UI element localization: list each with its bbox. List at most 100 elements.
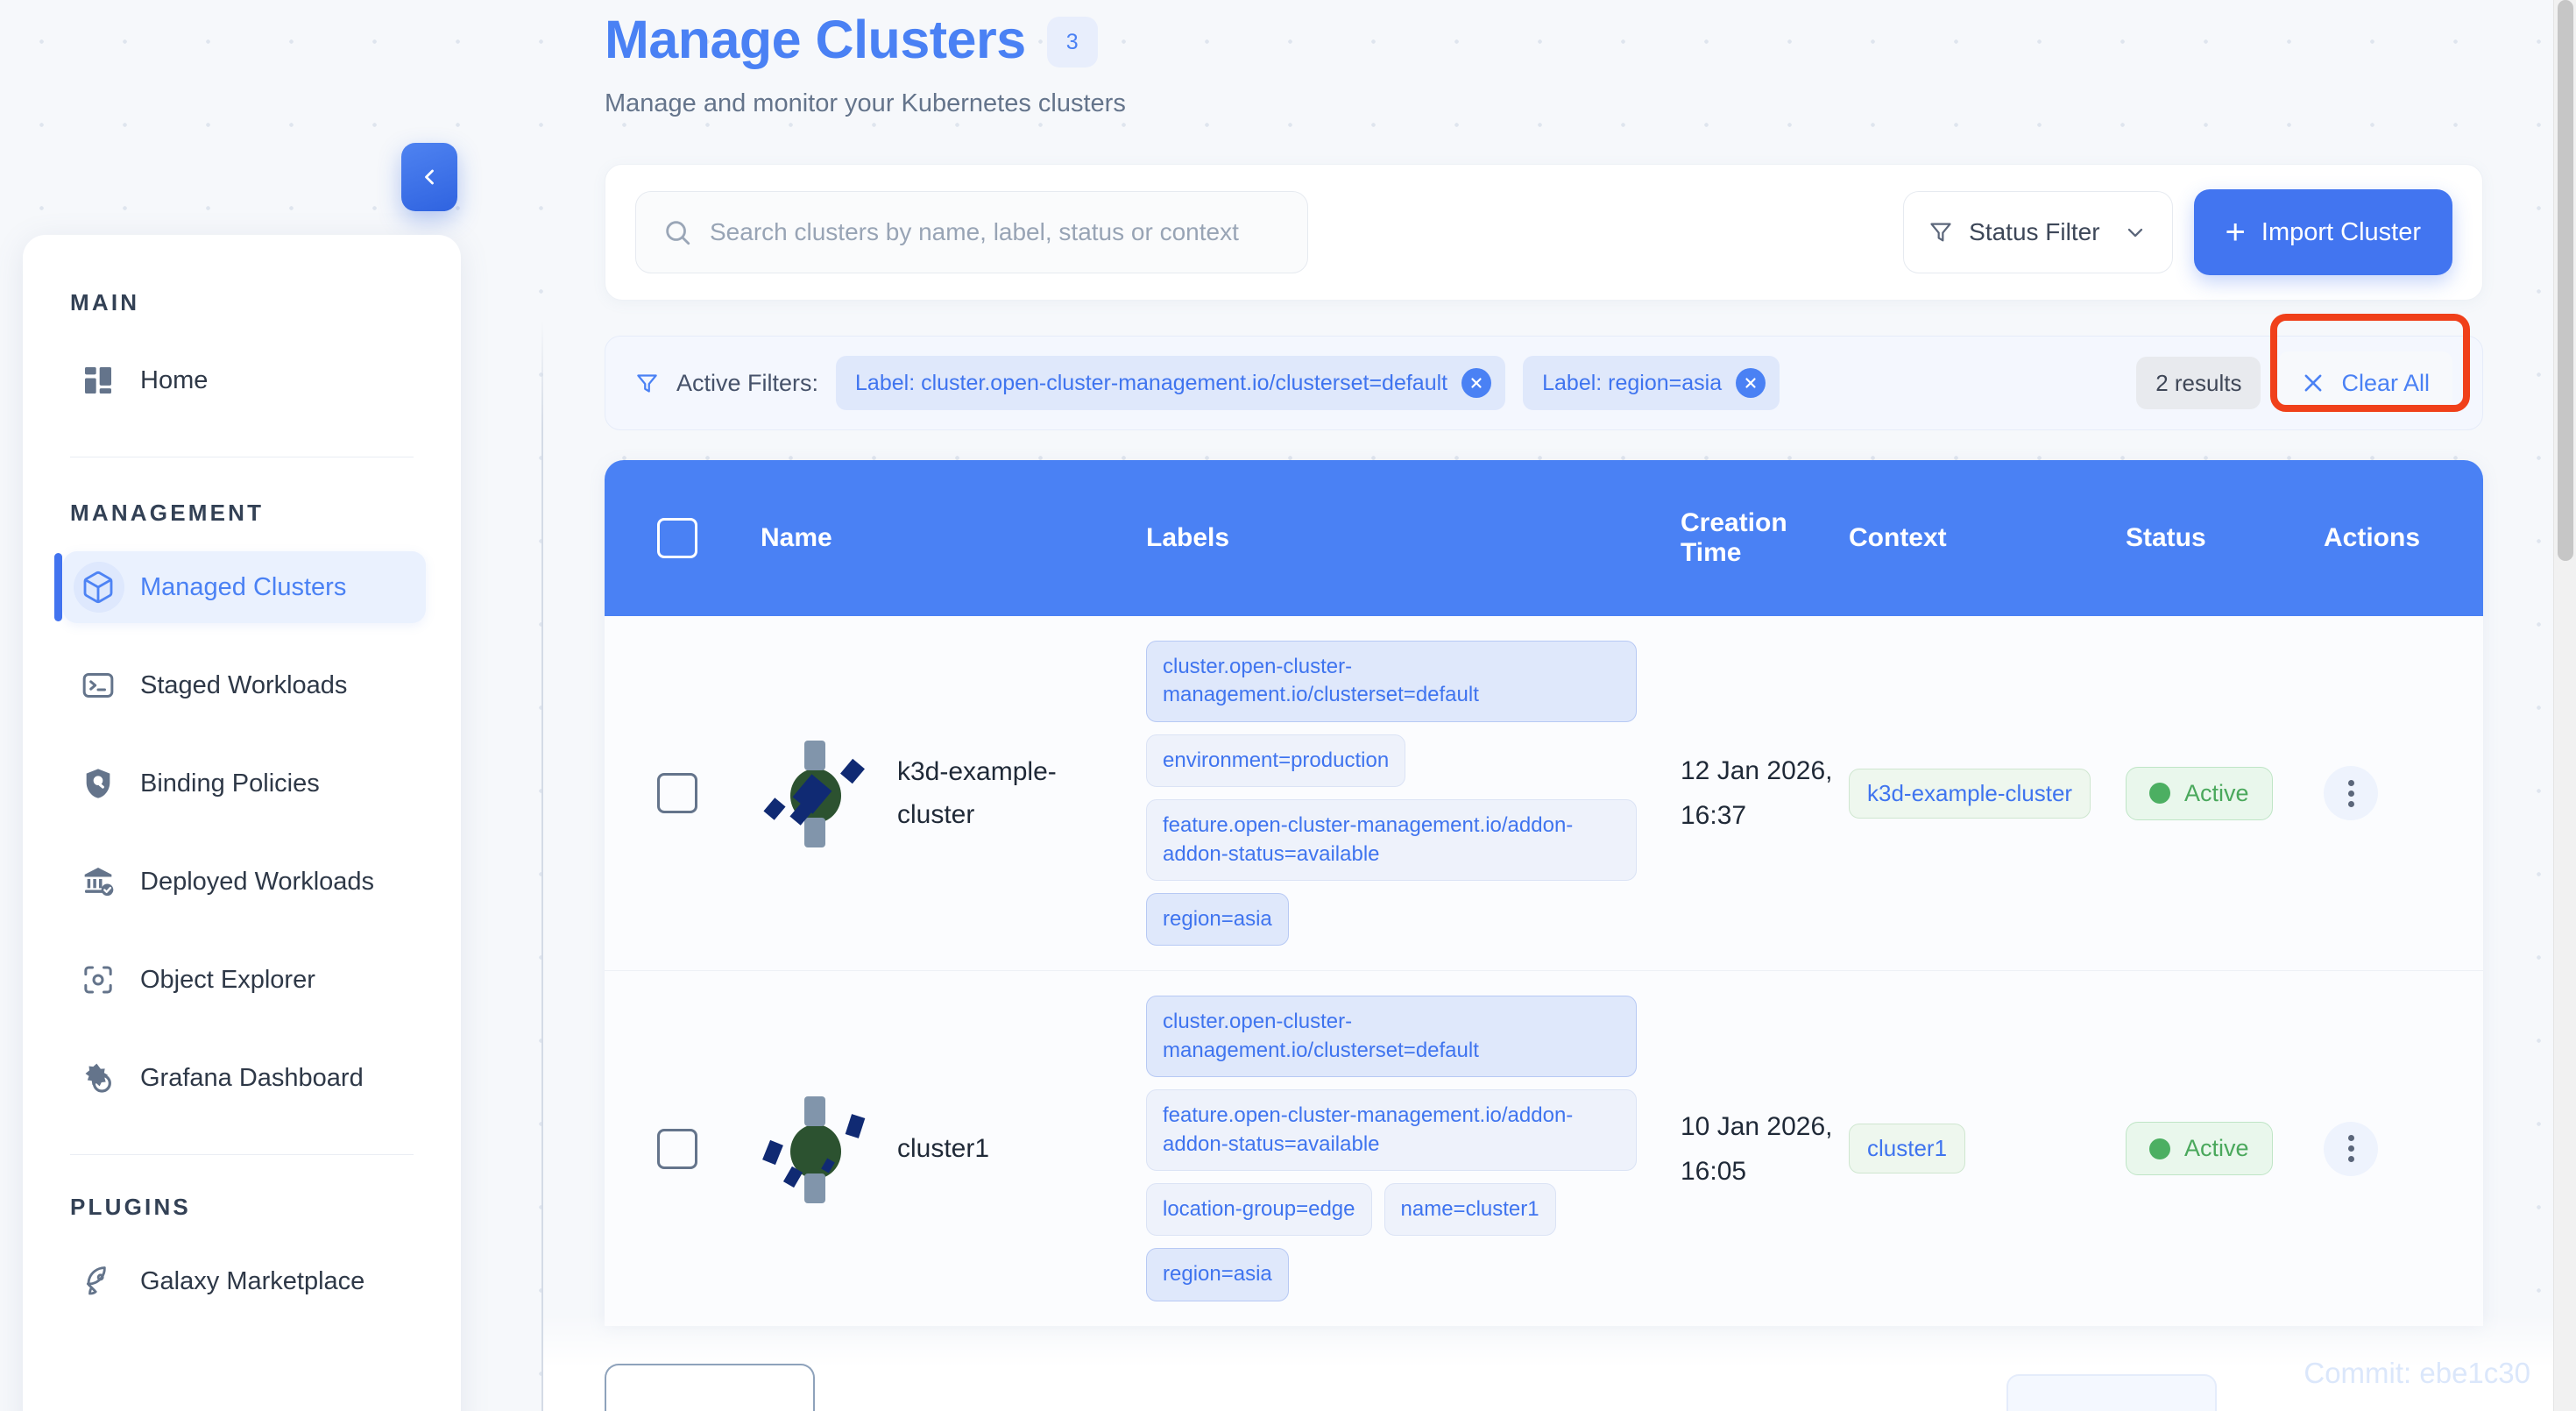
clear-all-label: Clear All xyxy=(2341,369,2430,396)
clusters-table: Name Labels Creation Time Context Status… xyxy=(605,460,2483,1326)
sidebar-item-binding-policies[interactable]: Binding Policies xyxy=(63,748,426,819)
chevron-down-icon xyxy=(2127,228,2142,238)
sidebar-item-home[interactable]: Home xyxy=(63,344,426,416)
main-content: Manage Clusters 3 Manage and monitor you… xyxy=(543,0,2553,1411)
column-header-actions: Actions xyxy=(2324,523,2421,552)
label-tag[interactable]: name=cluster1 xyxy=(1384,1182,1556,1237)
cluster-count-badge: 3 xyxy=(1046,17,1098,67)
import-cluster-label: Import Cluster xyxy=(2261,217,2421,246)
page-scrollbar[interactable] xyxy=(2553,0,2576,1411)
results-count: 2 results xyxy=(2136,357,2261,409)
status-dot-icon xyxy=(2149,783,2170,805)
sidebar-item-deployed-workloads[interactable]: Deployed Workloads xyxy=(63,846,426,918)
label-tag[interactable]: cluster.open-cluster-management.io/clust… xyxy=(1146,996,1637,1078)
select-all-cell xyxy=(657,518,761,558)
context-tag[interactable]: cluster1 xyxy=(1849,1124,1966,1174)
row-checkbox[interactable] xyxy=(657,1128,697,1169)
row-select-cell xyxy=(657,773,761,814)
kebab-menu-icon[interactable] xyxy=(2324,1121,2378,1176)
cluster-name: cluster1 xyxy=(897,1133,990,1163)
row-status-cell: Active xyxy=(2126,766,2324,820)
label-tag[interactable]: location-group=edge xyxy=(1146,1182,1372,1237)
filter-chip-label: Label: cluster.open-cluster-management.i… xyxy=(855,370,1448,395)
sidebar: MAIN Home MANAGEMENT xyxy=(0,0,543,1411)
sidebar-item-object-explorer[interactable]: Object Explorer xyxy=(63,944,426,1016)
filter-chip[interactable]: Label: region=asia xyxy=(1523,356,1780,410)
table-row[interactable]: k3d-example-cluster cluster.open-cluster… xyxy=(605,616,2483,972)
cluster-name: k3d-example-cluster xyxy=(897,756,1057,830)
sidebar-item-label: Managed Clusters xyxy=(140,572,347,601)
label-tag[interactable]: region=asia xyxy=(1146,892,1289,947)
row-creation-time: 10 Jan 2026, 16:05 xyxy=(1681,1111,1833,1186)
label-tag[interactable]: feature.open-cluster-management.io/addon… xyxy=(1146,1089,1637,1171)
page-title: Manage Clusters xyxy=(605,10,1026,69)
label-tag[interactable]: cluster.open-cluster-management.io/clust… xyxy=(1146,641,1637,722)
row-labels-cell: cluster.open-cluster-management.io/clust… xyxy=(1146,971,1681,1325)
cluster-graphic-icon xyxy=(761,741,866,848)
column-header-name: Name xyxy=(761,523,832,552)
sidebar-item-galaxy-marketplace[interactable]: Galaxy Marketplace xyxy=(63,1245,426,1317)
label-tag[interactable]: feature.open-cluster-management.io/addon… xyxy=(1146,799,1637,881)
status-filter-dropdown[interactable]: Status Filter xyxy=(1903,191,2173,273)
column-header-creation-time: Creation Time xyxy=(1681,508,1787,567)
search-box[interactable] xyxy=(635,191,1308,273)
scrollbar-thumb[interactable] xyxy=(2558,0,2573,561)
clear-all-button[interactable]: Clear All xyxy=(2278,351,2452,415)
table-header-row: Name Labels Creation Time Context Status… xyxy=(605,460,2483,616)
label-tag[interactable]: region=asia xyxy=(1146,1248,1289,1301)
page-header: Manage Clusters 3 xyxy=(605,9,2483,70)
commit-label: Commit: ebe1c30 xyxy=(2304,1357,2530,1389)
active-filters-label: Active Filters: xyxy=(676,369,819,396)
sidebar-item-label: Object Explorer xyxy=(140,965,315,994)
active-filters-bar: Active Filters: Label: cluster.open-clus… xyxy=(605,314,2483,430)
bank-check-icon xyxy=(79,862,117,901)
status-dot-icon xyxy=(2149,1138,2170,1159)
status-label: Active xyxy=(2184,1135,2249,1162)
sidebar-panel: MAIN Home MANAGEMENT xyxy=(23,235,461,1411)
sidebar-item-grafana-dashboard[interactable]: Grafana Dashboard xyxy=(63,1042,426,1114)
close-circle-icon[interactable] xyxy=(1736,368,1766,398)
row-select-cell xyxy=(657,1128,761,1169)
filter-chip-label: Label: region=asia xyxy=(1542,370,1723,395)
row-name-cell: k3d-example-cluster xyxy=(761,741,1146,848)
import-cluster-button[interactable]: + Import Cluster xyxy=(2193,189,2452,275)
row-actions-cell xyxy=(2324,766,2483,821)
pagination-control[interactable] xyxy=(2006,1374,2217,1411)
chevron-left-icon xyxy=(425,169,434,185)
column-header-context: Context xyxy=(1849,523,1947,552)
focus-target-icon xyxy=(79,961,117,999)
select-all-checkbox[interactable] xyxy=(657,518,697,558)
table-row[interactable]: cluster1 cluster.open-cluster-management… xyxy=(605,971,2483,1326)
status-label: Active xyxy=(2184,779,2249,806)
label-tag[interactable]: environment=production xyxy=(1146,734,1406,788)
search-input[interactable] xyxy=(710,218,1281,246)
sidebar-divider xyxy=(541,320,543,1411)
sidebar-collapse-button[interactable] xyxy=(401,143,457,211)
rocket-icon xyxy=(79,1262,117,1301)
funnel-icon xyxy=(1930,223,1951,242)
toolbar: Status Filter + Import Cluster xyxy=(605,164,2483,301)
filter-chip[interactable]: Label: cluster.open-cluster-management.i… xyxy=(836,356,1506,410)
column-header-status: Status xyxy=(2126,523,2206,552)
sidebar-item-managed-clusters[interactable]: Managed Clusters xyxy=(54,551,426,623)
bottom-controls-strip xyxy=(605,1364,2532,1411)
sidebar-item-label: Home xyxy=(140,365,209,394)
sidebar-section-main: MAIN xyxy=(70,289,140,316)
sidebar-section-management: MANAGEMENT xyxy=(70,500,265,526)
row-name-cell: cluster1 xyxy=(761,1095,1146,1203)
context-tag[interactable]: k3d-example-cluster xyxy=(1849,768,2091,819)
sidebar-item-label: Galaxy Marketplace xyxy=(140,1266,365,1295)
rows-per-page-control[interactable] xyxy=(605,1364,815,1411)
page-subtitle: Manage and monitor your Kubernetes clust… xyxy=(605,89,1126,117)
kebab-menu-icon[interactable] xyxy=(2324,766,2378,821)
search-icon xyxy=(666,221,690,245)
grafana-icon xyxy=(79,1059,117,1097)
status-filter-label: Status Filter xyxy=(1969,218,2100,245)
close-circle-icon[interactable] xyxy=(1461,368,1492,398)
sidebar-item-staged-workloads[interactable]: Staged Workloads xyxy=(63,649,426,721)
dashboard-grid-icon xyxy=(79,361,117,400)
row-checkbox[interactable] xyxy=(657,773,697,814)
row-creation-time: 12 Jan 2026, 16:37 xyxy=(1681,756,1833,831)
funnel-icon xyxy=(637,373,657,393)
